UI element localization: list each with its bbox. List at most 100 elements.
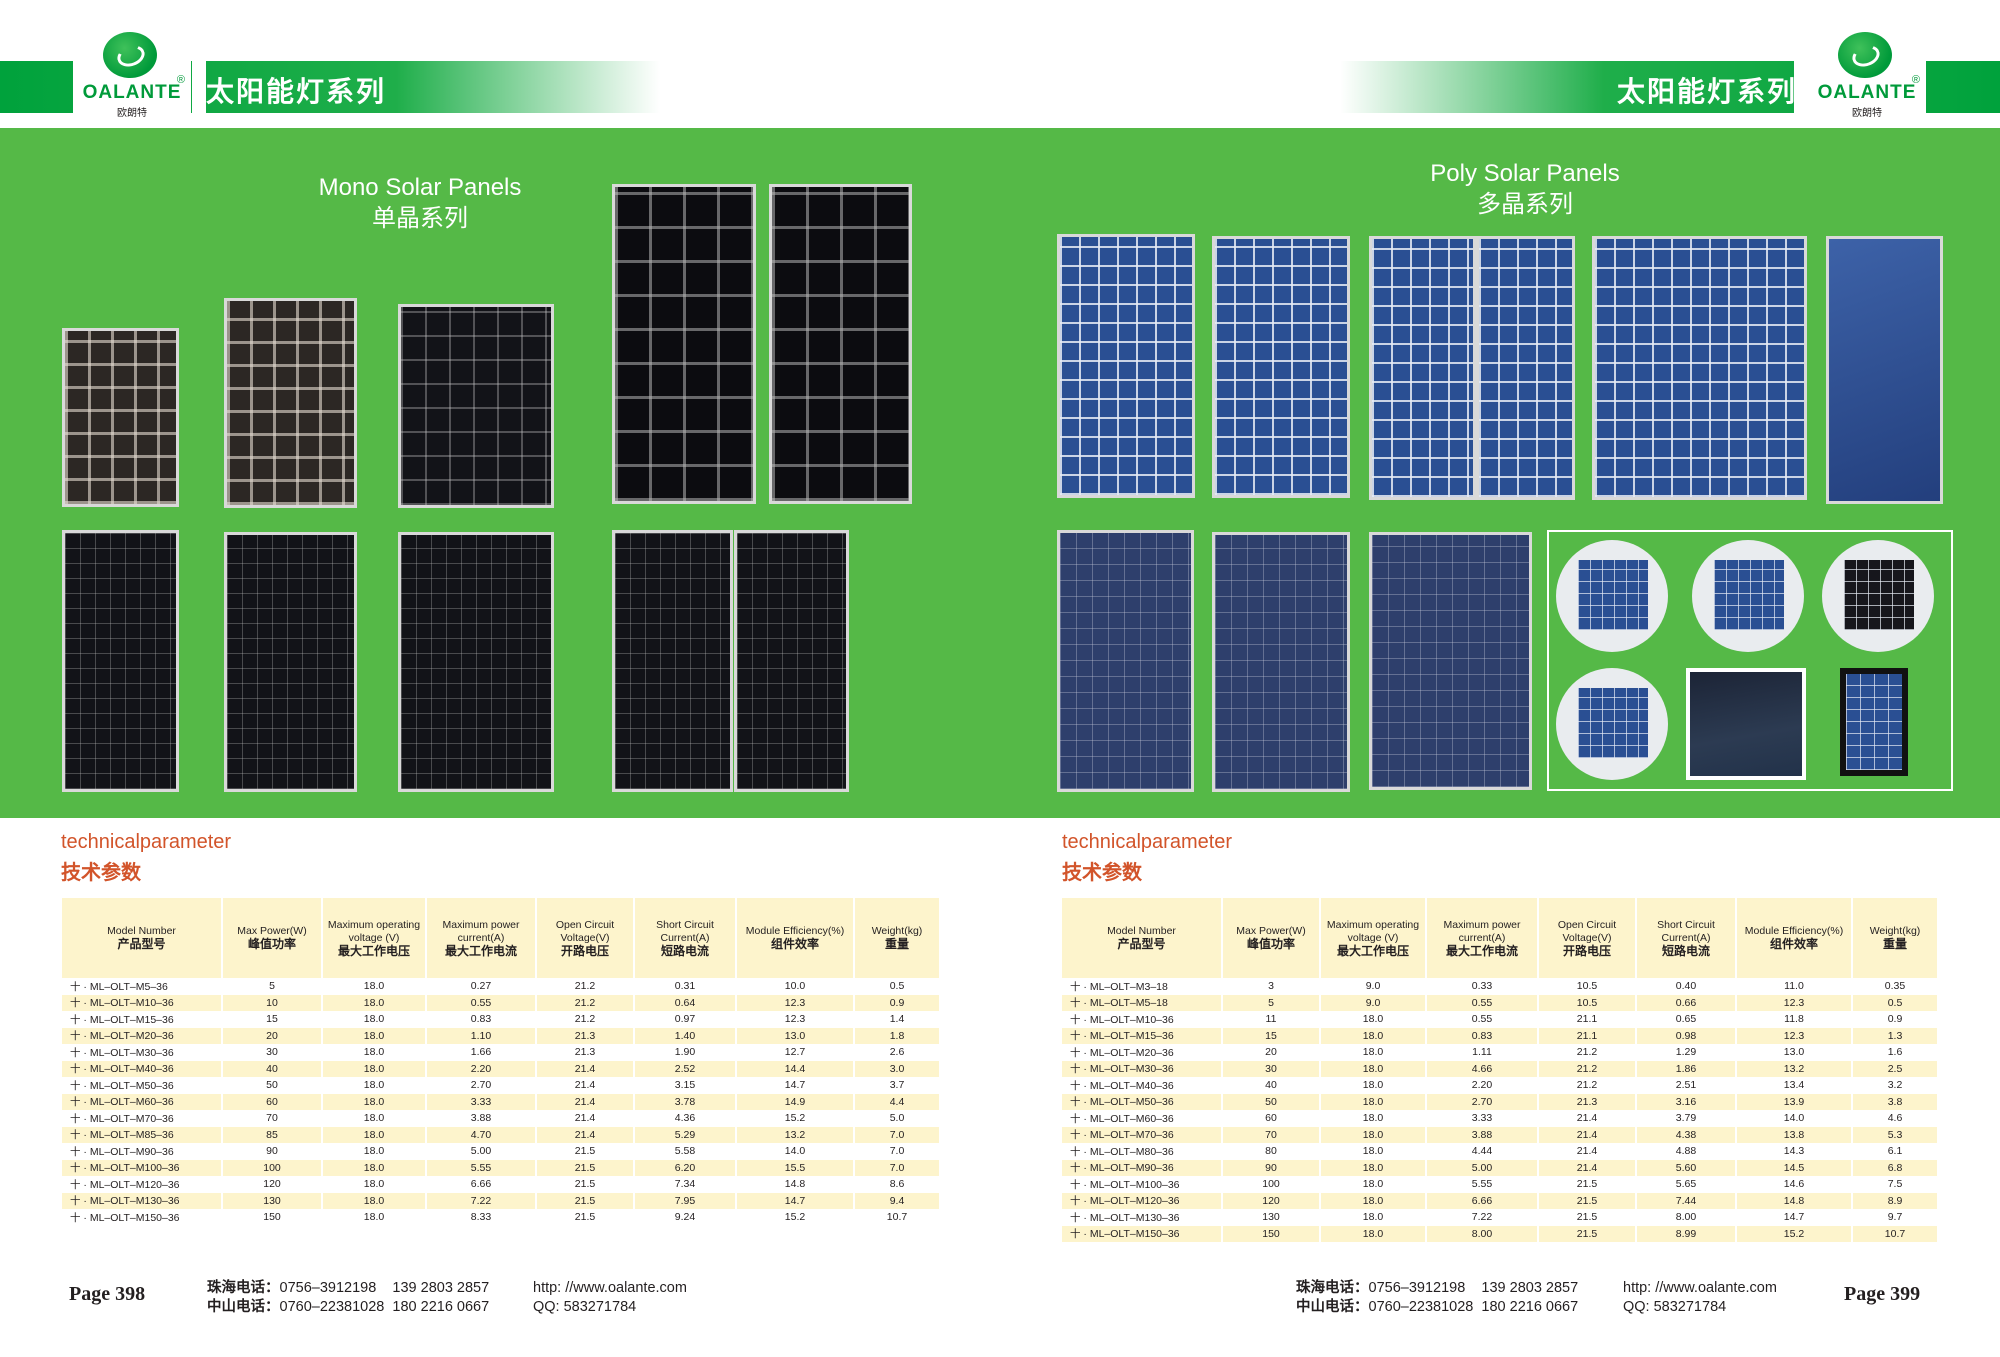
table-cell: 8.6	[854, 1176, 941, 1193]
table-cell: 13.8	[1736, 1126, 1853, 1143]
column-header-en: Short Circuit Current(A)	[656, 918, 714, 944]
qq-number: QQ: 583271784	[1623, 1299, 1727, 1315]
mono-panel-image	[398, 532, 554, 792]
table-cell: 70	[1222, 1126, 1321, 1143]
brand-name: OALANTE	[1817, 82, 1917, 103]
table-cell: 18.0	[1320, 1192, 1427, 1209]
table-cell: 8.00	[1426, 1225, 1539, 1242]
website-link[interactable]: http: //www.oalante.com	[1623, 1280, 1777, 1296]
table-cell: 18.0	[322, 1209, 427, 1226]
table-cell: 21.5	[536, 1143, 635, 1160]
table-cell: 13.2	[1736, 1060, 1853, 1077]
mono-panel-image	[398, 304, 554, 508]
mono-title-cn: 单晶系列	[372, 205, 468, 232]
mono-section-title: Mono Solar Panels 单晶系列	[300, 172, 540, 234]
model-number-cell: 十 · ML–OLT–M130–36	[1062, 1209, 1223, 1226]
table-cell: 18.0	[1320, 1060, 1427, 1077]
table-cell: 14.8	[1736, 1192, 1853, 1209]
column-header: Weight(kg)重量	[854, 898, 941, 978]
column-header-cn: 产品型号	[1117, 937, 1166, 951]
table-cell: 18.0	[1320, 1176, 1427, 1193]
header-gap-left	[192, 61, 206, 113]
table-cell: 3.79	[1636, 1110, 1737, 1127]
table-cell: 13.0	[736, 1027, 855, 1044]
table-cell: 14.5	[1736, 1159, 1853, 1176]
table-cell: 1.4	[854, 1011, 941, 1028]
table-cell: 4.44	[1426, 1143, 1539, 1160]
mono-panel-image	[612, 184, 756, 504]
column-header: Maximum power current(A)最大工作电流	[1426, 898, 1539, 978]
table-cell: 9.7	[1852, 1209, 1939, 1226]
poly-panel-image	[1826, 236, 1943, 504]
mono-panel-image	[612, 530, 733, 792]
small-panel-image	[1822, 540, 1934, 652]
table-cell: 5.3	[1852, 1126, 1939, 1143]
table-cell: 2.5	[1852, 1060, 1939, 1077]
table-cell: 21.5	[536, 1209, 635, 1226]
column-header-cn: 最大工作电流	[1445, 943, 1518, 958]
table-cell: 5.0	[854, 1110, 941, 1127]
table-cell: 7.95	[634, 1192, 737, 1209]
model-number-cell: 十 · ML–OLT–M120–36	[62, 1176, 223, 1193]
table-cell: 6.20	[634, 1159, 737, 1176]
table-cell: 100	[222, 1159, 323, 1176]
table-cell: 5.60	[1636, 1159, 1737, 1176]
table-cell: 18.0	[322, 1176, 427, 1193]
table-cell: 15.2	[736, 1209, 855, 1226]
table-cell: 18.0	[1320, 1209, 1427, 1226]
header-gap-right	[1794, 61, 1808, 113]
website-link[interactable]: http: //www.oalante.com	[533, 1280, 687, 1296]
column-header: Module Efficiency(%)组件效率	[1736, 898, 1853, 978]
brand-logo-right: ® OALANTE 欧朗特	[1808, 30, 1926, 119]
mono-panel-image	[734, 530, 849, 792]
table-cell: 21.4	[536, 1060, 635, 1077]
zhuhai-label: 珠海电话：	[207, 1280, 280, 1296]
table-cell: 21.4	[1538, 1159, 1637, 1176]
zhongshan-phone: 0760–22381028	[1368, 1299, 1474, 1315]
table-cell: 0.27	[426, 978, 537, 995]
table-cell: 21.2	[536, 978, 635, 995]
table-cell: 14.6	[1736, 1176, 1853, 1193]
table-cell: 4.88	[1636, 1143, 1737, 1160]
model-number-cell: 十 · ML–OLT–M30–36	[1062, 1060, 1223, 1077]
table-cell: 20	[222, 1027, 323, 1044]
mono-panel-image	[224, 298, 357, 508]
table-cell: 18.0	[322, 994, 427, 1011]
model-number-cell: 十 · ML–OLT–M5–36	[62, 978, 223, 995]
table-cell: 1.11	[1426, 1044, 1539, 1061]
table-cell: 0.55	[426, 994, 537, 1011]
table-cell: 21.5	[1538, 1225, 1637, 1242]
table-cell: 1.90	[634, 1044, 737, 1061]
table-cell: 1.10	[426, 1027, 537, 1044]
table-cell: 21.4	[536, 1110, 635, 1127]
table-cell: 5.00	[426, 1143, 537, 1160]
table-cell: 130	[222, 1192, 323, 1209]
table-cell: 2.51	[1636, 1077, 1737, 1094]
table-cell: 21.3	[536, 1044, 635, 1061]
table-cell: 21.4	[536, 1093, 635, 1110]
model-number-cell: 十 · ML–OLT–M30–36	[62, 1044, 223, 1061]
table-cell: 7.44	[1636, 1192, 1737, 1209]
table-cell: 21.2	[1538, 1044, 1637, 1061]
table-cell: 21.3	[536, 1027, 635, 1044]
table-cell: 3.33	[1426, 1110, 1539, 1127]
model-number-cell: 十 · ML–OLT–M100–36	[62, 1159, 223, 1176]
table-cell: 4.6	[1852, 1110, 1939, 1127]
mono-panel-image	[62, 530, 179, 792]
model-number-cell: 十 · ML–OLT–M40–36	[62, 1060, 223, 1077]
table-cell: 150	[1222, 1225, 1321, 1242]
column-header-cn: 开路电压	[560, 943, 609, 958]
table-cell: 0.5	[1852, 994, 1939, 1011]
model-number-cell: 十 · ML–OLT–M60–36	[62, 1093, 223, 1110]
table-cell: 21.4	[1538, 1110, 1637, 1127]
tech-title-cn-right: 技术参数	[1062, 862, 1142, 884]
table-cell: 18.0	[1320, 1159, 1427, 1176]
